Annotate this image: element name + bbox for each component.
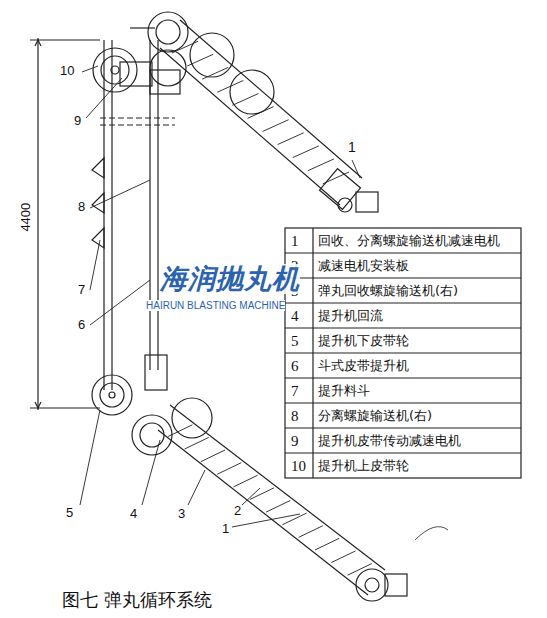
table-cell: 提升机皮带传动减速电机 — [318, 434, 461, 448]
table-cell: 提升机下皮带轮 — [318, 334, 409, 348]
watermark: HAIRUN BLASTING MACHINE — [146, 300, 285, 311]
stroke — [285, 402, 521, 403]
watermark: 海润抛丸机 — [160, 264, 300, 294]
table-cell: 回收、分离螺旋输送机减速电机 — [318, 234, 500, 248]
callout-number: 7 — [78, 283, 85, 297]
stroke — [285, 277, 521, 278]
callout-number: 8 — [78, 200, 85, 214]
stroke — [201, 450, 225, 462]
table-cell: 弹丸回收螺旋输送机(右) — [318, 284, 458, 298]
stroke — [266, 500, 290, 512]
callout-number: 10 — [60, 64, 74, 78]
stroke — [285, 327, 521, 328]
table-cell: 斗式皮带提升机 — [318, 359, 409, 373]
stroke — [217, 463, 241, 475]
dimension: 4400 — [19, 203, 33, 232]
stroke — [232, 94, 258, 106]
callout-number: 2 — [234, 504, 241, 518]
table-number: 8 — [291, 408, 299, 425]
stroke — [263, 120, 289, 132]
table-cell: 提升机回流 — [318, 309, 383, 323]
callout-number: 4 — [130, 507, 137, 521]
stroke — [285, 427, 521, 428]
callout-number: 5 — [66, 506, 73, 520]
table-cell: 提升机上皮带轮 — [318, 459, 409, 473]
stroke — [285, 452, 521, 453]
table-cell: 减速电机安装板 — [318, 259, 409, 273]
callout-number: 1 — [222, 522, 229, 536]
callout-number: 3 — [178, 507, 185, 521]
stroke — [293, 146, 319, 158]
table-number: 5 — [291, 333, 299, 350]
table-number: 9 — [291, 433, 299, 450]
callout-number: 1 — [348, 140, 356, 155]
table-number: 10 — [291, 458, 306, 475]
table-cell: 分离螺旋输送机(右) — [318, 409, 432, 423]
stroke — [185, 437, 209, 449]
table-number: 4 — [291, 308, 299, 325]
callout-number: 6 — [78, 318, 85, 332]
stroke — [233, 475, 257, 487]
stroke — [285, 377, 521, 378]
table-cell: 提升料斗 — [318, 384, 370, 398]
caption: 图七 弹丸循环系统 — [62, 590, 212, 610]
stroke — [285, 352, 521, 353]
stroke — [285, 252, 521, 253]
stroke — [299, 526, 323, 538]
stroke — [308, 159, 334, 171]
stroke — [331, 551, 355, 563]
table-number: 7 — [291, 383, 299, 400]
table-number: 1 — [291, 233, 299, 250]
table-number: 6 — [291, 358, 299, 375]
stroke — [315, 538, 339, 550]
stroke — [278, 133, 304, 145]
callout-number: 9 — [74, 114, 81, 128]
stroke — [285, 302, 521, 303]
